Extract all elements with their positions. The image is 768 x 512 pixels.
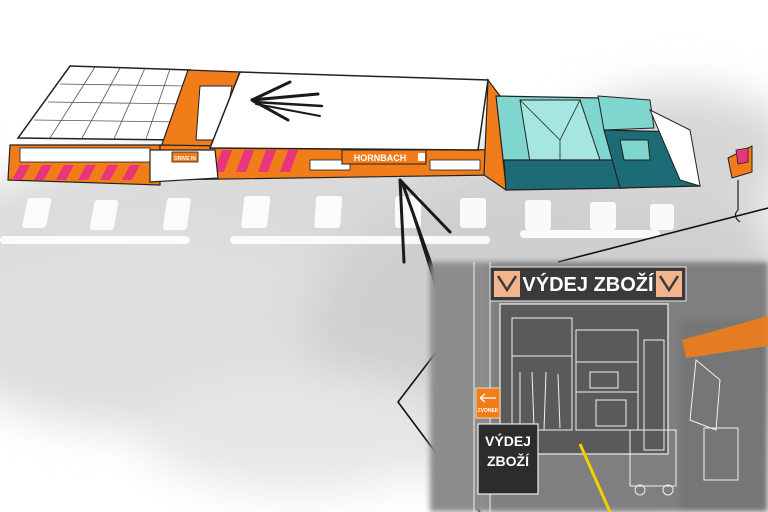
brand-sign-text: HORNBACH <box>354 153 407 163</box>
parking-stripes <box>0 196 674 244</box>
chevron-down-icon <box>496 275 518 293</box>
pickup-banner-text: VÝDEJ ZBOŽÍ <box>522 272 654 296</box>
brand-sign: HORNBACH <box>341 149 427 165</box>
pickup-zoom-view <box>430 262 768 512</box>
store-left-roof <box>16 65 191 141</box>
bell-sign-text: ZVONEK <box>478 408 499 414</box>
drive-in-entrance: DRIVE IN <box>149 149 219 183</box>
direction-arrow-left <box>250 80 324 122</box>
pickup-banner: VÝDEJ ZBOŽÍ <box>489 266 687 302</box>
pickup-stand-line1: VÝDEJ <box>485 432 531 449</box>
garden-center <box>483 78 701 192</box>
pickup-stand-sign: VÝDEJ ZBOŽÍ <box>477 423 539 495</box>
location-marker <box>727 145 753 223</box>
store-main-roof <box>208 71 489 151</box>
entrance-sign: DRIVE IN <box>174 156 196 162</box>
arrow-left-icon <box>479 393 496 403</box>
bell-sign: ZVONEK <box>475 387 501 419</box>
pickup-stand-line2: ZBOŽÍ <box>487 452 530 469</box>
chevron-down-icon <box>658 275 680 293</box>
